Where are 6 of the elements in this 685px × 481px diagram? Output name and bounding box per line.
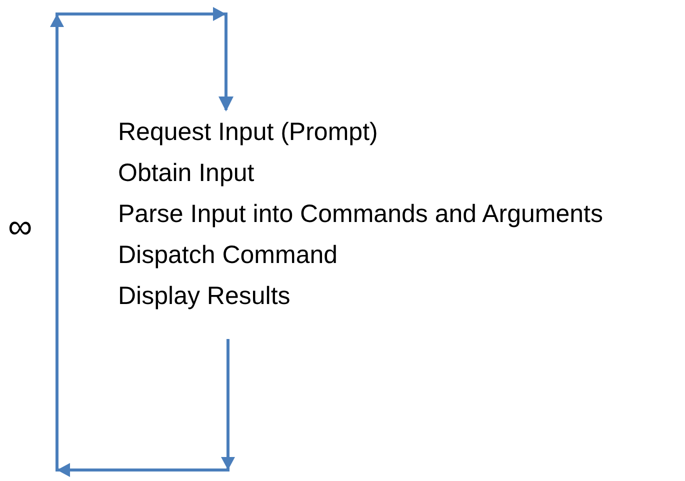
step-text: Obtain Input [118, 158, 254, 189]
infinity-label: ∞ [8, 208, 32, 247]
step-text: Dispatch Command [118, 240, 338, 271]
step-text: Parse Input into Commands and Arguments [118, 199, 603, 230]
step-text: Display Results [118, 281, 290, 312]
step-text: Request Input (Prompt) [118, 117, 378, 148]
